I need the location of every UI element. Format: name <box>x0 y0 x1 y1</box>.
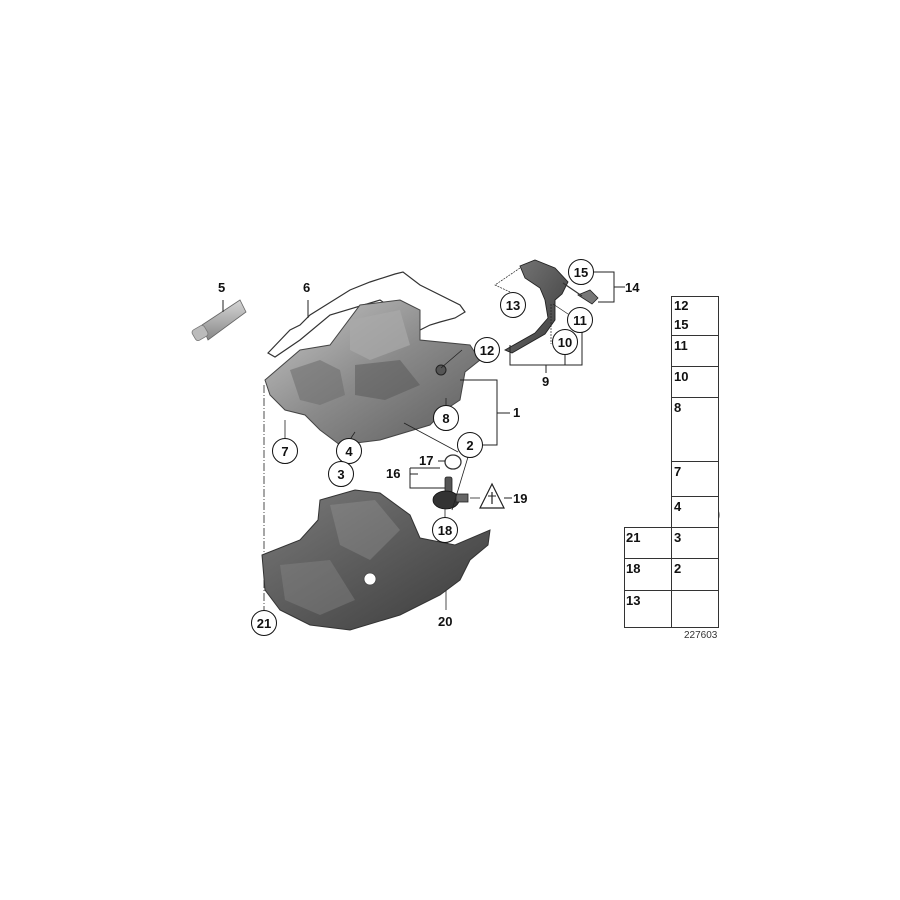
table-label-11: 11 <box>674 338 688 353</box>
table-row-divider <box>671 461 719 462</box>
table-row-divider <box>624 590 719 591</box>
table-label-3: 3 <box>674 530 682 545</box>
callout-8: 8 <box>433 405 459 431</box>
callout-14: 14 <box>625 280 640 295</box>
callout-13: 13 <box>500 292 526 318</box>
table-col-divider <box>671 527 672 628</box>
table-label-12: 12 <box>674 298 689 313</box>
callout-20: 20 <box>438 614 453 629</box>
callout-15: 15 <box>568 259 594 285</box>
table-label-21: 21 <box>626 530 641 545</box>
callout-6: 6 <box>303 280 311 295</box>
callout-11: 11 <box>567 307 593 333</box>
table-label-7: 7 <box>674 464 682 479</box>
electrical-warning-icon <box>479 482 505 509</box>
callout-1: 1 <box>513 405 521 420</box>
callout-3: 3 <box>328 461 354 487</box>
callout-5: 5 <box>218 280 226 295</box>
table-label-10: 10 <box>674 369 689 384</box>
table-label-4: 4 <box>674 499 682 514</box>
callout-2: 2 <box>457 432 483 458</box>
table-label-15: 15 <box>674 317 689 332</box>
oil-level-sensor-icon <box>432 476 469 510</box>
oil-return-pipe <box>503 259 569 354</box>
table-row-divider <box>671 335 719 336</box>
callout-7: 7 <box>272 438 298 464</box>
callout-16: 16 <box>386 466 401 481</box>
table-row-divider <box>671 366 719 367</box>
callout-12: 12 <box>474 337 500 363</box>
callout-9: 9 <box>542 374 550 389</box>
callout-10: 10 <box>552 329 578 355</box>
table-label-18: 18 <box>626 561 641 576</box>
callout-17: 17 <box>419 453 434 468</box>
callout-21: 21 <box>251 610 277 636</box>
callout-18: 18 <box>432 517 458 543</box>
callout-19: 19 <box>513 491 528 506</box>
table-row-divider <box>671 397 719 398</box>
table-row-divider <box>671 496 719 497</box>
table-label-8: 8 <box>674 400 682 415</box>
underbody-shield <box>261 489 491 631</box>
table-label-13: 13 <box>626 593 641 608</box>
table-label-2: 2 <box>674 561 682 576</box>
o-ring-17 <box>444 454 462 470</box>
gasket-outline <box>267 271 466 358</box>
table-row-divider <box>624 558 719 559</box>
sealant-tube-icon <box>191 299 247 341</box>
image-number: 227603 <box>684 630 718 641</box>
